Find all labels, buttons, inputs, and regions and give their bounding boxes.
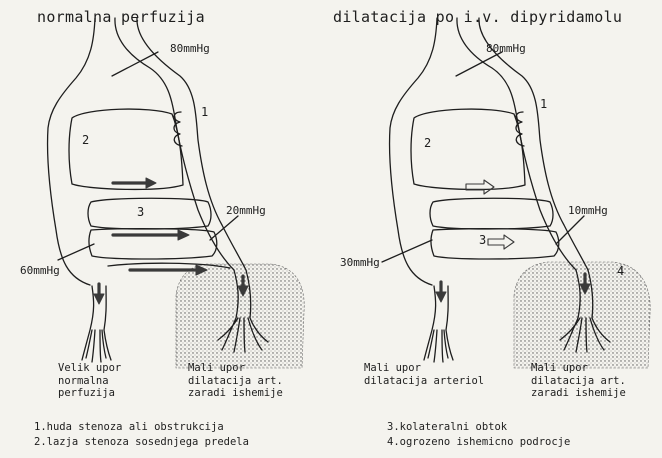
caption-line: dilatacija art.: [188, 375, 283, 388]
collateral-3-upper: [88, 198, 211, 229]
collateral-3-lower: [89, 229, 217, 259]
vessel-main-left-wall: [390, 18, 437, 285]
left-panel-title: normalna perfuzija: [37, 8, 205, 26]
ischemic-region: [176, 264, 304, 368]
label-number-3: 3: [479, 233, 486, 247]
vessel-main-left-wall: [48, 18, 95, 285]
label-number-3: 3: [137, 205, 144, 219]
leader-20mmhg: [210, 216, 238, 240]
pressure-label-60mmhg: 60mmHg: [20, 264, 60, 277]
caption-line: dilatacija art.: [531, 375, 626, 388]
vessel-right-outer-wall: [137, 18, 246, 270]
pressure-label-80mmhg: 80mmHg: [486, 42, 526, 55]
caption-line: zaradi ishemije: [531, 387, 626, 400]
pressure-label-30mmhg: 30mmHg: [340, 256, 380, 269]
caption-line: dilatacija arteriol: [364, 375, 484, 388]
flow-arrow-hollow: [488, 235, 514, 249]
caption-line: normalna: [58, 375, 121, 388]
caption-low-resistance-dilatation: Mali upor dilatacija arteriol: [364, 362, 484, 387]
label-number-2: 2: [424, 136, 431, 150]
legend-item-4: 4.ogrozeno ishemicno podrocje: [387, 435, 570, 450]
legend-item-2: 2.lazja stenoza sosednjega predela: [34, 435, 249, 450]
caption-low-resistance-ischemia: Mali upor dilatacija art. zaradi ishemij…: [531, 362, 626, 400]
flow-arrow-head: [146, 178, 156, 188]
flow-arrow-head: [178, 230, 189, 240]
legend-item-3: 3.kolateralni obtok: [387, 420, 570, 435]
right-panel-drawing: [382, 18, 650, 368]
leader-60mmhg: [58, 244, 94, 260]
pressure-label-20mmhg: 20mmHg: [226, 204, 266, 217]
pressure-label-10mmhg: 10mmHg: [568, 204, 608, 217]
label-number-1: 1: [201, 105, 208, 119]
vessel-main-right-wall: [115, 18, 234, 270]
left-panel-drawing: [48, 18, 305, 368]
right-panel-title: dilatacija po i.v. dipyridamolu: [333, 8, 622, 26]
leader-10mmhg: [556, 216, 584, 244]
caption-line: perfuzija: [58, 387, 121, 400]
caption-line: zaradi ishemije: [188, 387, 283, 400]
leader-30mmhg: [382, 240, 432, 262]
flow-arrow-head: [436, 292, 446, 302]
label-number-2: 2: [82, 133, 89, 147]
flow-arrow-hollow: [466, 180, 494, 194]
right-flow-arrows-hollow: [466, 180, 514, 249]
label-number-1: 1: [540, 97, 547, 111]
collateral-3-lower: [431, 229, 559, 259]
legend-item-1: 1.huda stenoza ali obstrukcija: [34, 420, 249, 435]
legend-right: 3.kolateralni obtok 4.ogrozeno ishemicno…: [387, 420, 570, 450]
collateral-3-upper: [430, 198, 553, 229]
caption-line: Mali upor: [364, 362, 484, 375]
compartment-2: [69, 109, 183, 189]
pressure-label-80mmhg: 80mmHg: [170, 42, 210, 55]
ischemic-region: [514, 262, 650, 368]
label-number-4: 4: [617, 264, 624, 278]
caption-line: Mali upor: [531, 362, 626, 375]
caption-high-resistance: Velik upor normalna perfuzija: [58, 362, 121, 400]
caption-line: Mali upor: [188, 362, 283, 375]
vessel-main-right-wall: [457, 18, 576, 270]
leader-80mmhg: [112, 52, 158, 76]
legend-left: 1.huda stenoza ali obstrukcija 2.lazja s…: [34, 420, 249, 450]
flow-arrow-head: [94, 294, 104, 304]
caption-line: Velik upor: [58, 362, 121, 375]
leader-80mmhg: [456, 52, 502, 76]
caption-low-resistance-ischemia: Mali upor dilatacija art. zaradi ishemij…: [188, 362, 283, 400]
